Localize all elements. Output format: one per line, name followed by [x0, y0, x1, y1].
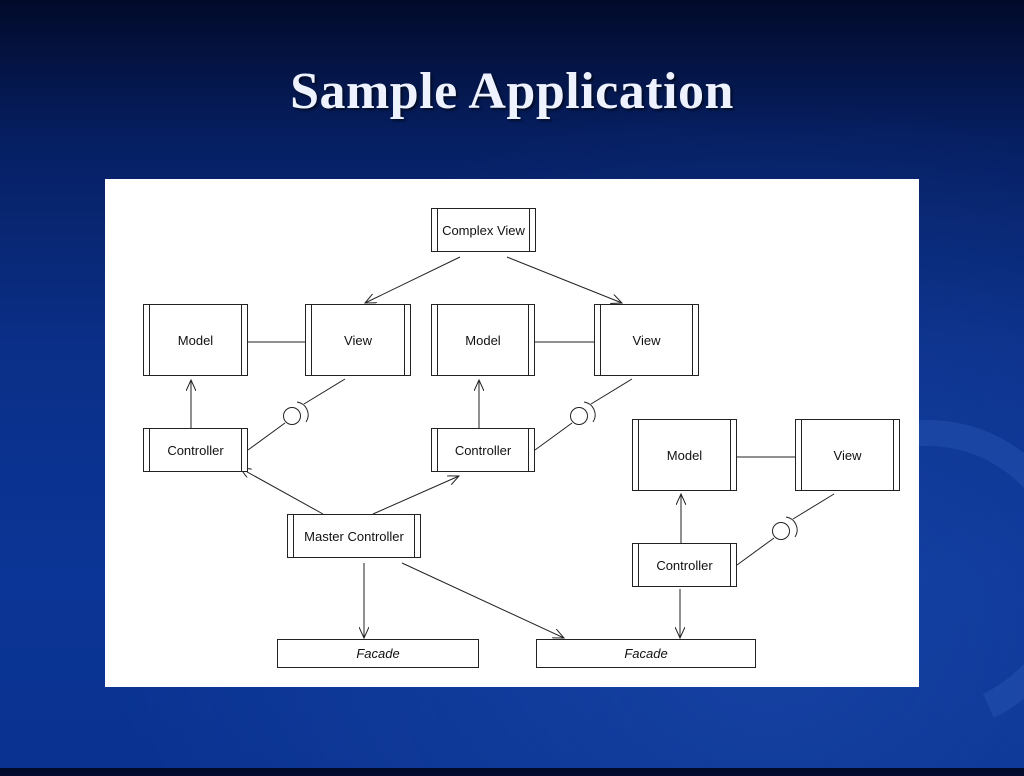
slide-title: Sample Application	[290, 63, 734, 120]
edge-master-controller1	[240, 468, 324, 515]
controller-node-1: Controller	[143, 428, 248, 472]
interface1-circle	[283, 407, 301, 425]
model-node-2: Model	[431, 304, 535, 376]
complex-view-node: Complex View	[431, 208, 536, 252]
facade-node-1: Facade	[277, 639, 479, 668]
edge-controller2-interface	[534, 422, 573, 451]
controller-node-2: Controller	[431, 428, 535, 472]
edge-master-facade2	[401, 562, 564, 638]
facade-node-2: Facade	[536, 639, 756, 668]
edge-controller3-interface	[736, 537, 775, 566]
diagram-panel: Complex View Model View Controller Model…	[105, 179, 919, 687]
edge-interface2-view2	[590, 378, 633, 405]
edge-complexview-view1	[365, 256, 461, 303]
view-node-3: View	[795, 419, 900, 491]
edge-interface1-view1	[303, 378, 346, 405]
controller-node-3: Controller	[632, 543, 737, 587]
edge-interface3-view3	[792, 493, 835, 520]
view-node-2: View	[594, 304, 699, 376]
interface1-socket	[296, 401, 309, 423]
edge-master-controller2	[372, 476, 459, 515]
diagram-connectors	[105, 256, 835, 687]
model-node-3: Model	[632, 419, 737, 491]
interface2-socket	[583, 401, 596, 423]
interface3-circle	[772, 522, 790, 540]
edge-controller1-interface	[247, 422, 286, 451]
model-node-1: Model	[143, 304, 248, 376]
edge-complexview-view2	[506, 256, 622, 303]
view-node-1: View	[305, 304, 411, 376]
interface3-socket	[785, 516, 798, 538]
interface2-circle	[570, 407, 588, 425]
master-controller-node: Master Controller	[287, 514, 421, 558]
